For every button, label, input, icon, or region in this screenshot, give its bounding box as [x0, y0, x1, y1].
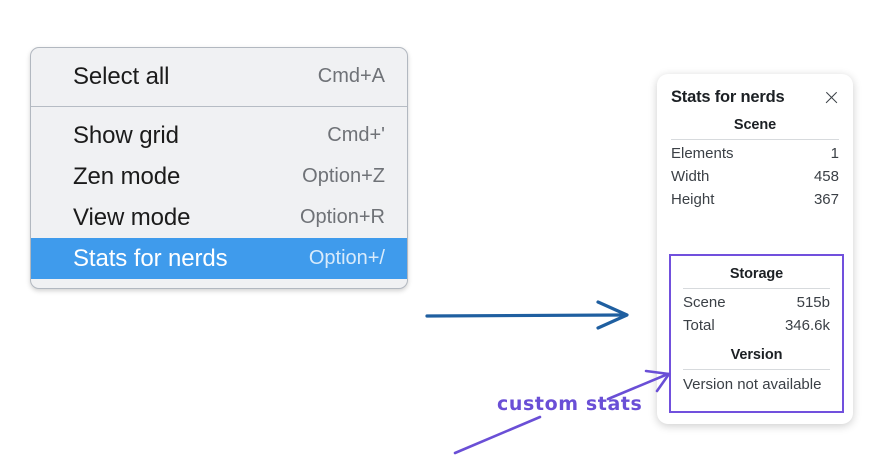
purple-tail-stroke [453, 415, 542, 455]
context-menu[interactable]: Select all Cmd+A Show grid Cmd+' Zen mod… [30, 47, 408, 289]
stats-panel-header: Stats for nerds [657, 74, 853, 107]
stat-value: 367 [813, 191, 839, 208]
menu-item-label: View mode [73, 203, 191, 231]
stat-key: Height [671, 191, 715, 208]
menu-item-zen-mode[interactable]: Zen mode Option+Z [31, 156, 407, 197]
stat-key: Elements [671, 145, 734, 162]
stat-key: Scene [683, 294, 726, 311]
menu-item-shortcut: Cmd+' [327, 124, 385, 146]
stat-row-version-unavailable: Version not available [683, 372, 830, 396]
stats-panel-body: Scene Elements 1 Width 458 Height 367 [657, 107, 853, 211]
menu-item-select-all[interactable]: Select all Cmd+A [31, 56, 407, 97]
stat-value: 458 [813, 168, 839, 185]
section-heading-storage: Storage [729, 266, 784, 282]
stat-value: 346.6k [784, 317, 830, 334]
stat-row-width: Width 458 [671, 165, 839, 188]
stat-key: Version not available [683, 376, 822, 393]
menu-item-shortcut: Cmd+A [317, 65, 385, 87]
stat-row-storage-total: Total 346.6k [683, 314, 830, 337]
section-divider [671, 139, 839, 140]
menu-item-shortcut: Option+R [299, 206, 385, 228]
section-heading-version: Version [730, 347, 783, 363]
menu-item-label: Zen mode [73, 162, 181, 190]
close-icon[interactable] [823, 89, 840, 106]
stat-row-storage-scene: Scene 515b [683, 291, 830, 314]
menu-item-shortcut: Option+Z [302, 165, 385, 187]
menu-group-2: Show grid Cmd+' Zen mode Option+Z View m… [31, 106, 407, 288]
menu-item-label: Show grid [73, 121, 179, 149]
stat-value: 515b [796, 294, 830, 311]
section-divider [683, 369, 830, 370]
stat-row-elements: Elements 1 [671, 142, 839, 165]
blue-arrow-annotation [425, 300, 629, 330]
menu-item-view-mode[interactable]: View mode Option+R [31, 197, 407, 238]
menu-item-label: Select all [73, 62, 170, 90]
stats-for-nerds-panel[interactable]: Stats for nerds Scene Elements 1 Width 4… [657, 74, 853, 424]
menu-group-1: Select all Cmd+A [31, 48, 407, 106]
stat-key: Width [671, 168, 710, 185]
stat-value: 1 [830, 145, 839, 162]
stat-row-height: Height 367 [671, 188, 839, 211]
menu-item-label: Stats for nerds [73, 244, 228, 272]
menu-item-stats-for-nerds[interactable]: Stats for nerds Option+/ [31, 238, 407, 279]
section-divider [683, 288, 830, 289]
custom-stats-region: Storage Scene 515b Total 346.6k Version … [671, 256, 842, 396]
custom-stats-annotation-label: custom stats [497, 393, 643, 415]
stats-panel-title: Stats for nerds [671, 88, 785, 106]
menu-item-show-grid[interactable]: Show grid Cmd+' [31, 115, 407, 156]
stat-key: Total [683, 317, 715, 334]
section-heading-scene: Scene [733, 117, 777, 133]
menu-item-shortcut: Option+/ [308, 247, 385, 269]
